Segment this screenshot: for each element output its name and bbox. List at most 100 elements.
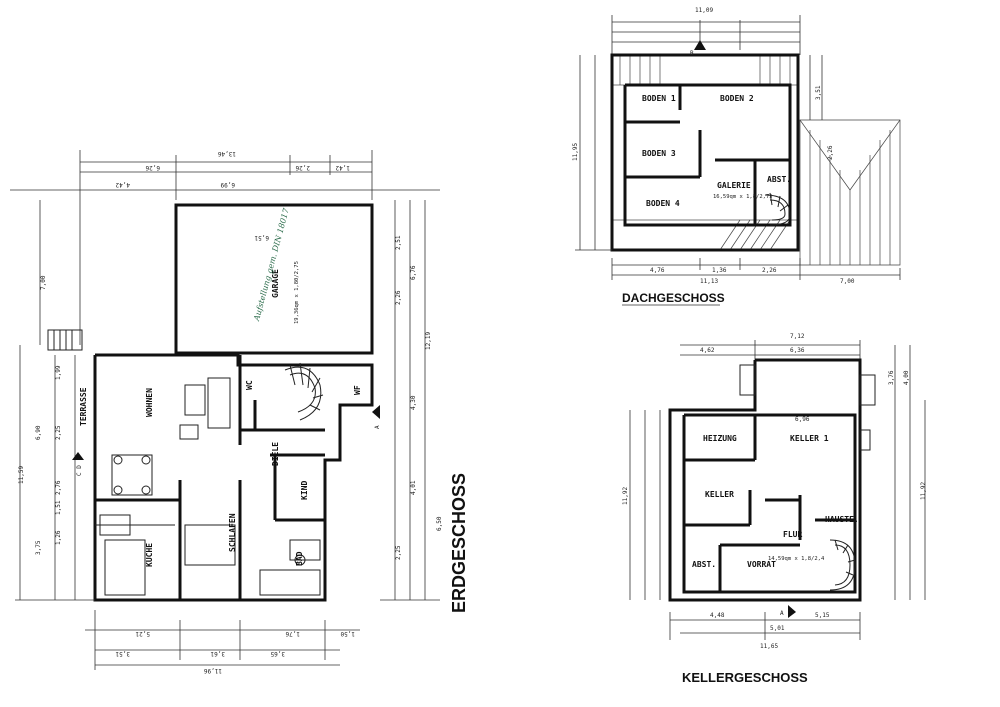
hauste-label: HAUSTE. bbox=[825, 515, 859, 524]
ground-dim-top-b: 4,42 bbox=[115, 181, 130, 188]
ground-dim-right-f: 4,30 bbox=[410, 395, 417, 410]
galerie-label: GALERIE bbox=[717, 181, 751, 190]
ground-dim-left-f: 1,51 bbox=[55, 500, 62, 515]
attic-dim-right-b: 2,26 bbox=[827, 145, 834, 160]
garage-label: GARAGE bbox=[271, 269, 280, 298]
garage-area: 19,36qm x 1,80/2,75 bbox=[294, 261, 300, 324]
attic-dim-bottom-c: 2,26 bbox=[762, 267, 777, 274]
ground-dim-right-a: 6,76 bbox=[410, 265, 417, 280]
ground-dim-right-d: 2,26 bbox=[395, 290, 402, 305]
ground-house-walls bbox=[93, 353, 374, 602]
ground-dim-left-c: 1,99 bbox=[55, 365, 62, 380]
attic-side-roof bbox=[799, 119, 901, 266]
basement-dim-bottom-total: 11,65 bbox=[760, 643, 778, 650]
vorrat-label: VORRAT bbox=[747, 560, 776, 569]
ground-dim-right-b: 6,50 bbox=[436, 516, 443, 531]
attic-walls bbox=[610, 53, 800, 252]
ground-dim-bottom-e: 5,21 bbox=[135, 630, 150, 637]
wc-label: WC bbox=[245, 380, 254, 390]
basement-dim-right-total: 11,92 bbox=[920, 482, 927, 500]
attic-section-b-arrow bbox=[694, 40, 706, 50]
terrasse-label: TERRASSE bbox=[79, 387, 88, 426]
wohnen-label: WOHNEN bbox=[145, 388, 154, 417]
ground-dim-right-e: 2,51 bbox=[395, 235, 402, 250]
ground-dim-bottom-f: 3,61 bbox=[210, 650, 225, 657]
garage-handwritten-note: Aufstellung gem. DIN 18017 bbox=[252, 206, 291, 322]
ground-dim-bottom-b: 3,65 bbox=[270, 650, 285, 657]
basement-dim-bottom-b: 5,15 bbox=[815, 612, 830, 619]
ground-floor-title: ERDGESCHOSS bbox=[449, 473, 469, 613]
wf-label: WF bbox=[353, 385, 362, 395]
ground-dim-left-d: 3,75 bbox=[35, 540, 42, 555]
terrace-steps bbox=[47, 329, 83, 351]
ground-dim-right-total: 12,19 bbox=[425, 332, 432, 350]
attic-abst-label: ABST. bbox=[767, 175, 791, 184]
boden2-label: BODEN 2 bbox=[720, 94, 754, 103]
attic-dim-left-total: 11,95 bbox=[572, 143, 579, 161]
attic-section-b: B bbox=[690, 50, 694, 57]
ground-dim-top-c: 6,26 bbox=[145, 164, 160, 171]
basement-dim-bottom-a: 4,48 bbox=[710, 612, 725, 619]
ground-dim-left-h: 2,25 bbox=[55, 425, 62, 440]
keller1-label: KELLER 1 bbox=[790, 434, 829, 443]
basement-title: KELLERGESCHOSS bbox=[682, 670, 808, 685]
basement-dim-bottom-c: 5,01 bbox=[770, 625, 785, 632]
ground-dim-left-a: 7,00 bbox=[40, 275, 47, 290]
living-furniture bbox=[99, 377, 321, 596]
basement-abst-label: ABST. bbox=[692, 560, 716, 569]
attic-title: DACHGESCHOSS bbox=[622, 291, 725, 305]
ground-dim-bottom-c: 1,76 bbox=[285, 630, 300, 637]
basement-dim-right-b: 3,76 bbox=[888, 370, 895, 385]
attic-dim-bottom-d: 7,00 bbox=[840, 278, 855, 285]
flur-area: 14,59qm x 1,8/2,4 bbox=[768, 556, 825, 562]
ground-section-marks: C D A bbox=[72, 405, 381, 476]
keller1-dim-width: 6,96 bbox=[795, 416, 810, 423]
attic-dim-right-a: 3,51 bbox=[815, 85, 822, 100]
ground-dim-top-d: 2,26 bbox=[295, 164, 310, 171]
ground-dim-left-g: 2,76 bbox=[55, 480, 62, 495]
basement-dim-left-total: 11,92 bbox=[622, 487, 629, 505]
basement-staircase bbox=[829, 539, 856, 591]
ground-dim-left-total: 11,59 bbox=[18, 466, 25, 484]
attic-dim-bottom-b: 1,36 bbox=[712, 267, 727, 274]
garage-dim-width: 6,51 bbox=[254, 234, 269, 241]
attic-plan: 11,09 bbox=[572, 7, 901, 306]
basement-light-wells bbox=[739, 364, 876, 451]
ground-staircase bbox=[284, 362, 324, 421]
basement-dim-top-b: 4,62 bbox=[700, 347, 715, 354]
attic-staircase bbox=[764, 192, 791, 226]
flur-label: FLUR bbox=[783, 530, 802, 539]
bad-label: BAD bbox=[295, 551, 304, 566]
boden1-label: BODEN 1 bbox=[642, 94, 676, 103]
keller-label: KELLER bbox=[705, 490, 734, 499]
garage-outline bbox=[174, 203, 374, 355]
ground-dim-left-e: 1,26 bbox=[55, 530, 62, 545]
ground-section-cd: C D bbox=[76, 465, 83, 476]
basement-plan: 7,12 6,36 4,62 H bbox=[622, 333, 927, 685]
ground-dim-right-c: 4,01 bbox=[410, 480, 417, 495]
ground-dim-top-e: 1,42 bbox=[335, 164, 350, 171]
boden4-label: BODEN 4 bbox=[646, 199, 680, 208]
schlafen-label: SCHLAFEN bbox=[228, 513, 237, 552]
basement-dim-top-a: 6,36 bbox=[790, 347, 805, 354]
ground-dim-bottom-total: 11,96 bbox=[204, 667, 222, 674]
ground-dim-left-b: 6,90 bbox=[35, 425, 42, 440]
attic-dim-bottom-total: 11,13 bbox=[700, 278, 718, 285]
boden3-label: BODEN 3 bbox=[642, 149, 676, 158]
basement-section-a-arrow bbox=[788, 605, 796, 618]
ground-section-a: A bbox=[374, 425, 381, 429]
basement-dim-top-total: 7,12 bbox=[790, 333, 805, 340]
ground-floor-plan: 13,46 6,99 4,42 6,26 2,26 1,42 6,51 GARA… bbox=[10, 150, 469, 674]
kueche-label: KÜCHE bbox=[144, 543, 154, 567]
ground-dim-right-g: 2,25 bbox=[395, 545, 402, 560]
kind-label: KIND bbox=[300, 481, 309, 500]
ground-dim-bottom-a: 3,51 bbox=[115, 650, 130, 657]
galerie-area: 16,59qm x 1,8/2,75 bbox=[713, 194, 773, 200]
basement-dim-right-a: 4,00 bbox=[903, 370, 910, 385]
attic-dim-top-total: 11,09 bbox=[695, 7, 713, 14]
ground-dim-top-total: 13,46 bbox=[218, 150, 236, 157]
diele-label: DIELE bbox=[271, 442, 280, 466]
basement-section-a: A bbox=[780, 610, 784, 617]
attic-dim-bottom-a: 4,76 bbox=[650, 267, 665, 274]
